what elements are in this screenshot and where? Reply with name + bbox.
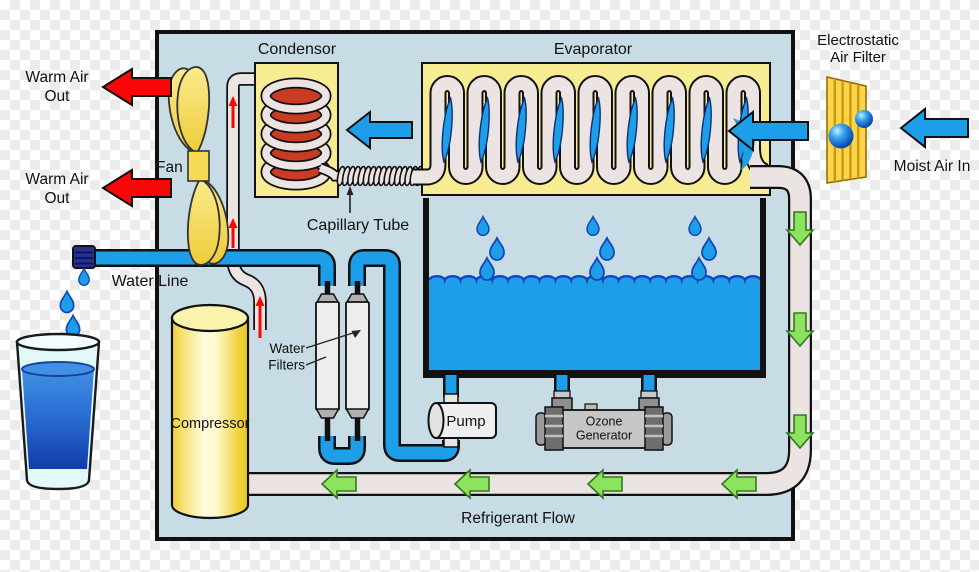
water-line-pipe — [90, 251, 334, 286]
capillary-tube-label: Capillary Tube — [307, 217, 409, 234]
particle-sphere-small — [855, 110, 873, 128]
fan-label: Fan — [156, 159, 183, 176]
evaporator-label: Evaporator — [554, 41, 633, 58]
air-flow-arrows — [345, 106, 969, 153]
water-filters-label-line2: Filters — [268, 358, 305, 373]
electrostatic-filter-icon — [826, 76, 873, 184]
warm-air-arrow-top — [101, 67, 172, 107]
compressor-label: Compressor — [171, 416, 250, 432]
ozone-coupling-right — [644, 406, 664, 451]
moist-air-in-arrow — [899, 106, 969, 150]
tank-water — [429, 276, 761, 370]
warm-air-out-top-line1: Warm Air — [25, 69, 88, 86]
capillary-tube-coil — [336, 165, 424, 187]
electrostatic-label-line2: Air Filter — [830, 49, 886, 66]
condensor-coil — [260, 77, 343, 191]
electrostatic-label-line1: Electrostatic — [817, 32, 899, 49]
warm-air-arrow-bottom — [101, 168, 172, 208]
evaporator-cold-lenses — [441, 96, 749, 164]
tank-wall-right — [760, 198, 766, 378]
capillary-pointer — [346, 186, 354, 213]
condensor-coil-rings — [260, 77, 332, 191]
refrigerant-flow-arrows — [320, 211, 815, 500]
moist-air-in-label: Moist Air In — [894, 158, 971, 175]
compressor: Compressor — [171, 303, 250, 520]
tank-wall-left — [423, 198, 429, 378]
pump: Pump — [427, 393, 497, 448]
water-glass — [15, 332, 101, 491]
faucet-droplets — [59, 268, 90, 338]
fan-icon — [167, 66, 230, 266]
warm-air-out-bottom-line1: Warm Air — [25, 171, 88, 188]
ozone-generator: Ozone Generator — [535, 390, 673, 451]
water-line-label: Water Line — [112, 273, 189, 290]
evaporator-coil — [413, 75, 770, 186]
tank-bottom — [423, 370, 766, 378]
water-filter-2 — [345, 281, 370, 441]
air-intake-arrow — [727, 109, 809, 153]
ozone-label-line1: Ozone — [586, 415, 623, 429]
faucet — [72, 245, 96, 269]
particle-sphere-large — [828, 123, 854, 149]
ozone-coupling-left — [544, 406, 564, 451]
pump-label: Pump — [446, 413, 485, 430]
condensor-label: Condensor — [258, 41, 337, 58]
warm-air-out-top-line2: Out — [45, 88, 71, 105]
water-filter-1 — [315, 281, 340, 441]
warm-air-out-bottom-line2: Out — [45, 190, 71, 207]
ozone-label-line2: Generator — [576, 429, 632, 443]
air-to-condensor-arrow — [345, 109, 413, 151]
collection-tank — [423, 198, 766, 378]
water-filters-label-line1: Water — [269, 341, 305, 356]
refrigerant-up-arrows — [228, 96, 265, 338]
refrigerant-flow-label: Refrigerant Flow — [461, 510, 576, 527]
water-filters-pointers — [305, 330, 361, 366]
warm-air-arrows — [101, 67, 172, 208]
